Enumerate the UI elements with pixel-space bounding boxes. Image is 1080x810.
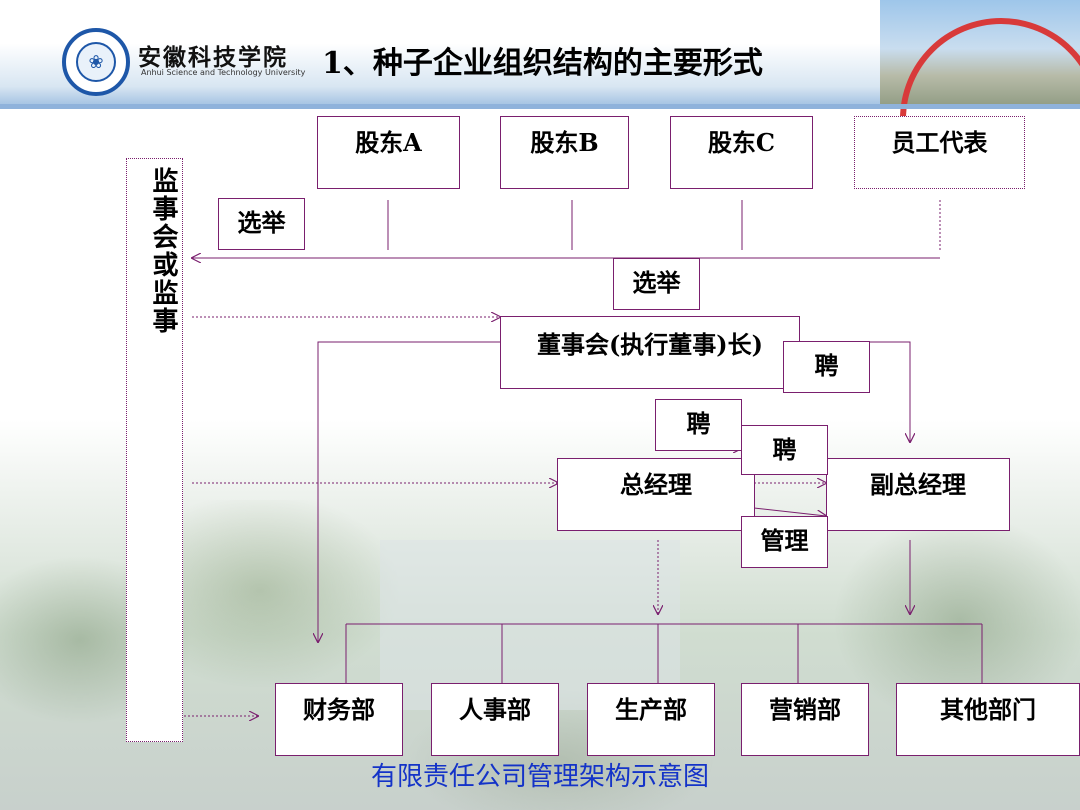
school-name-en: Anhui Science and Technology University: [141, 68, 306, 77]
building-background: [380, 540, 680, 710]
elect-label-2: 选举: [613, 258, 700, 310]
arrow-board-finance: [318, 341, 500, 642]
manage-label: 管理: [741, 516, 828, 568]
hire-label-1: 聘: [783, 341, 870, 393]
school-logo-icon: ❀: [76, 42, 116, 82]
dept-finance-box: 财务部: [275, 683, 403, 756]
employee-rep-box: 员工代表: [854, 116, 1025, 189]
school-logo: ❀: [62, 28, 130, 96]
shareholder-b-box: 股东B: [500, 116, 629, 189]
shareholder-a-box: 股东A: [317, 116, 460, 189]
slide-title: 1、种子企业组织结构的主要形式: [322, 46, 763, 81]
board-box: 董事会(执行董事)长): [500, 316, 800, 389]
arrow-gm-deputy-manage: [753, 507, 826, 516]
supervisory-board-box: 监事会或监事: [126, 158, 183, 742]
header-divider: [0, 104, 1080, 109]
dept-marketing-box: 营销部: [741, 683, 869, 756]
school-name-cn: 安徽科技学院: [138, 44, 288, 71]
shareholder-c-box: 股东C: [670, 116, 813, 189]
deputy-manager-box: 副总经理: [826, 458, 1010, 531]
general-manager-box: 总经理: [557, 458, 755, 531]
diagram-caption: 有限责任公司管理架构示意图: [370, 762, 709, 792]
dept-hr-box: 人事部: [431, 683, 559, 756]
dept-other-box: 其他部门: [896, 683, 1080, 756]
hire-label-3: 聘: [741, 425, 828, 475]
elect-label-1: 选举: [218, 198, 305, 250]
hire-label-2: 聘: [655, 399, 742, 451]
dept-production-box: 生产部: [587, 683, 715, 756]
